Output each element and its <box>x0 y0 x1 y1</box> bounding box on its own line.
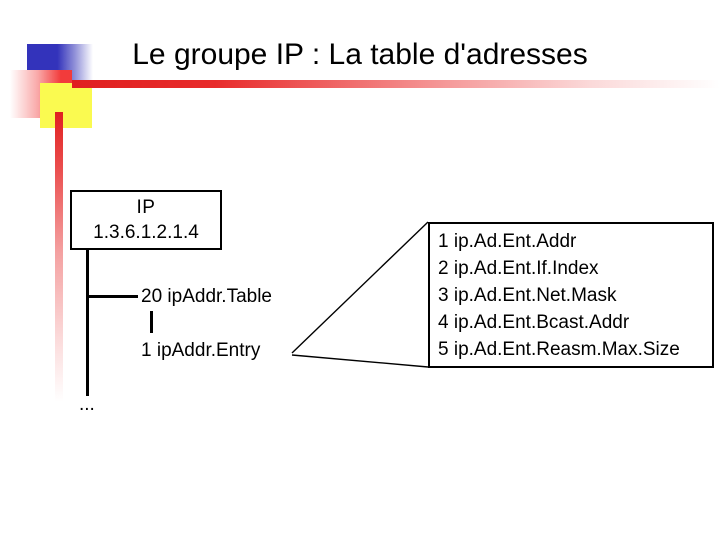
tree-node-ipaddrentry: 1 ipAddr.Entry <box>141 340 261 361</box>
ip-root-box-line2: 1.3.6.1.2.1.4 <box>93 222 199 243</box>
ip-root-box-line1: IP <box>136 197 156 218</box>
entry-row-1: 1 ip.Ad.Ent.Addr <box>438 231 577 252</box>
tree-node-ipaddrtable: 20 ipAddr.Table <box>141 286 272 307</box>
entry-row-3: 3 ip.Ad.Ent.Net.Mask <box>438 285 617 306</box>
decoration-horizontal-bar <box>72 80 720 88</box>
tree-trunk-line <box>86 250 89 396</box>
entry-row-4: 4 ip.Ad.Ent.Bcast.Addr <box>438 312 630 333</box>
ipaddrentry-columns-box: 1 ip.Ad.Ent.Addr 2 ip.Ad.Ent.If.Index 3 … <box>428 222 714 368</box>
connector-line-bottom <box>291 354 429 368</box>
slide-title: Le groupe IP : La table d'adresses <box>132 38 588 71</box>
decoration-yellow-square <box>40 83 92 128</box>
tree-more-indicator: ... <box>79 394 95 415</box>
tree-branch-line <box>86 295 138 298</box>
connector-line-top <box>291 221 429 354</box>
tree-subnode-connector-line <box>150 311 153 333</box>
entry-row-2: 2 ip.Ad.Ent.If.Index <box>438 258 599 279</box>
ip-root-box: IP 1.3.6.1.2.1.4 <box>70 190 222 250</box>
entry-row-5: 5 ip.Ad.Ent.Reasm.Max.Size <box>438 339 680 360</box>
decoration-vertical-bar <box>55 112 63 402</box>
